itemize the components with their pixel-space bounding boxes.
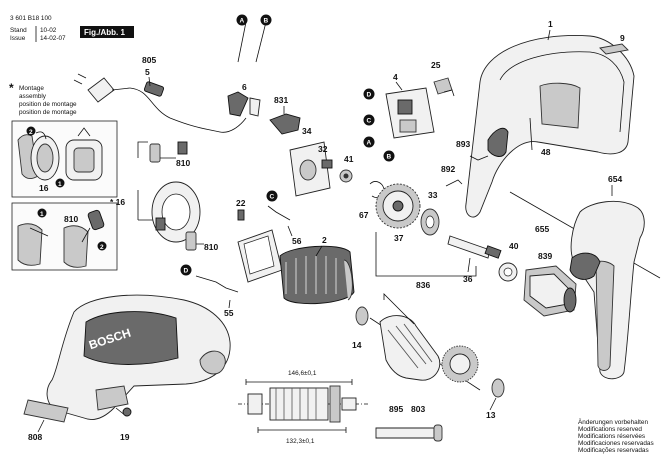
montage-star: * xyxy=(9,81,14,95)
issue-date: 14-02-07 xyxy=(40,35,66,42)
power-cord: 805 5 6 xyxy=(73,21,267,133)
svg-text:D: D xyxy=(367,92,372,99)
dimension-132: 132,3±0,1 xyxy=(286,438,315,445)
detail-box-lower: 1 2 810 xyxy=(11,202,118,271)
svg-text:A: A xyxy=(367,140,372,147)
label-893: 893 xyxy=(456,139,470,149)
callout-d-left: D xyxy=(180,264,192,276)
label-808: 808 xyxy=(28,432,42,442)
footer-line-2: Modifications reserved xyxy=(578,426,642,433)
label-34: 34 xyxy=(302,126,312,136)
label-6: 6 xyxy=(242,82,247,92)
stator-assembly: 2 xyxy=(237,229,355,305)
label-810-detail: 810 xyxy=(64,214,78,224)
svg-text:D: D xyxy=(184,268,189,275)
step-2-lower: 2 xyxy=(100,244,104,251)
svg-text:C: C xyxy=(270,194,275,201)
label-831: 831 xyxy=(274,95,288,105)
svg-text:B: B xyxy=(387,154,392,161)
label-16-detail: 16 xyxy=(39,183,49,193)
montage-line-4: position de montage xyxy=(19,109,77,116)
label-805: 805 xyxy=(142,55,156,65)
callout-a-top: A xyxy=(236,14,248,26)
montage-line-2: assembly xyxy=(19,93,47,100)
footer-line-5: Modificações reservadas xyxy=(578,447,649,454)
callout-a-switch: A xyxy=(363,136,375,148)
switch-module: 4 25 xyxy=(385,60,455,139)
step-1-upper: 1 xyxy=(58,181,62,188)
label-37: 37 xyxy=(394,233,404,243)
label-2: 2 xyxy=(322,235,327,245)
footer-line-1: Änderungen vorbehalten xyxy=(578,418,648,426)
step-2-upper: 2 xyxy=(29,129,33,136)
issue-label: Issue xyxy=(10,35,26,42)
label-36: 36 xyxy=(463,274,473,284)
armature: 14 13 xyxy=(352,293,505,420)
svg-text:C: C xyxy=(367,118,372,125)
footer-notes: Änderungen vorbehalten Modifications res… xyxy=(578,418,654,454)
footer-line-3: Modifications réservées xyxy=(578,433,645,440)
label-4: 4 xyxy=(393,72,398,82)
callout-d-switch: D xyxy=(363,88,375,100)
label-14: 14 xyxy=(352,340,362,350)
chuck: 839 xyxy=(523,251,577,317)
detail-box-upper: 2 1 16 xyxy=(11,120,118,198)
callout-b-top: B xyxy=(260,14,272,26)
svg-text:A: A xyxy=(240,18,245,25)
switch-plate-parts: 831 34 32 41 xyxy=(269,95,354,197)
label-5: 5 xyxy=(145,67,150,77)
doc-number: 3 601 B18 100 xyxy=(10,15,52,22)
gear-train: 67 33 37 36 40 836 xyxy=(359,181,519,290)
label-895: 895 xyxy=(389,404,403,414)
footer-line-4: Modificaciones reservadas xyxy=(578,440,654,447)
fig-label-box xyxy=(80,26,134,38)
label-654: 654 xyxy=(608,174,622,184)
label-810-a: 810 xyxy=(176,158,190,168)
label-41: 41 xyxy=(344,154,354,164)
label-9: 9 xyxy=(620,33,625,43)
drill-housing-complete: 1 BOSCH 808 19 xyxy=(23,294,231,442)
label-40: 40 xyxy=(509,241,519,251)
stand-label: Stand xyxy=(10,27,27,34)
label-25: 25 xyxy=(431,60,441,70)
montage-line-1: Montage xyxy=(19,85,44,92)
label-19: 19 xyxy=(120,432,130,442)
label-56: 56 xyxy=(292,236,302,246)
stand-date: 10-02 xyxy=(40,27,57,34)
label-67: 67 xyxy=(359,210,369,220)
callout-c-left: C xyxy=(266,190,278,202)
montage-note: * Montage assembly position de montage p… xyxy=(9,81,77,116)
brush-holder-assembly: * 16 810 810 xyxy=(110,141,218,252)
auxiliary-handle: 654 655 xyxy=(509,174,661,380)
dimension-146: 146,6±0,1 xyxy=(288,370,317,377)
callout-b-switch: B xyxy=(383,150,395,162)
housing-half: 1 9 48 xyxy=(465,19,635,218)
label-32: 32 xyxy=(318,144,328,154)
step-1-lower: 1 xyxy=(40,211,44,218)
armature-dimension-drawing: 146,6±0,1 132,3±0,1 xyxy=(238,370,370,445)
label-836: 836 xyxy=(416,280,430,290)
fig-label: Fig./Abb. 1 xyxy=(84,28,125,37)
label-655: 655 xyxy=(535,224,549,234)
svg-text:B: B xyxy=(264,18,269,25)
label-33: 33 xyxy=(428,190,438,200)
label-13: 13 xyxy=(486,410,496,420)
label-1-top: 1 xyxy=(548,19,553,29)
label-803: 803 xyxy=(411,404,425,414)
label-839: 839 xyxy=(538,251,552,261)
label-892: 892 xyxy=(441,164,455,174)
label-810-b: 810 xyxy=(204,242,218,252)
callout-c-switch: C xyxy=(363,114,375,126)
label-48: 48 xyxy=(541,147,551,157)
label-22: 22 xyxy=(236,198,246,208)
label-55: 55 xyxy=(224,308,234,318)
montage-line-3: position de montage xyxy=(19,101,77,108)
label-star-16: * 16 xyxy=(110,197,125,207)
header: 3 601 B18 100 Stand Issue 10-02 14-02-07… xyxy=(10,15,134,42)
